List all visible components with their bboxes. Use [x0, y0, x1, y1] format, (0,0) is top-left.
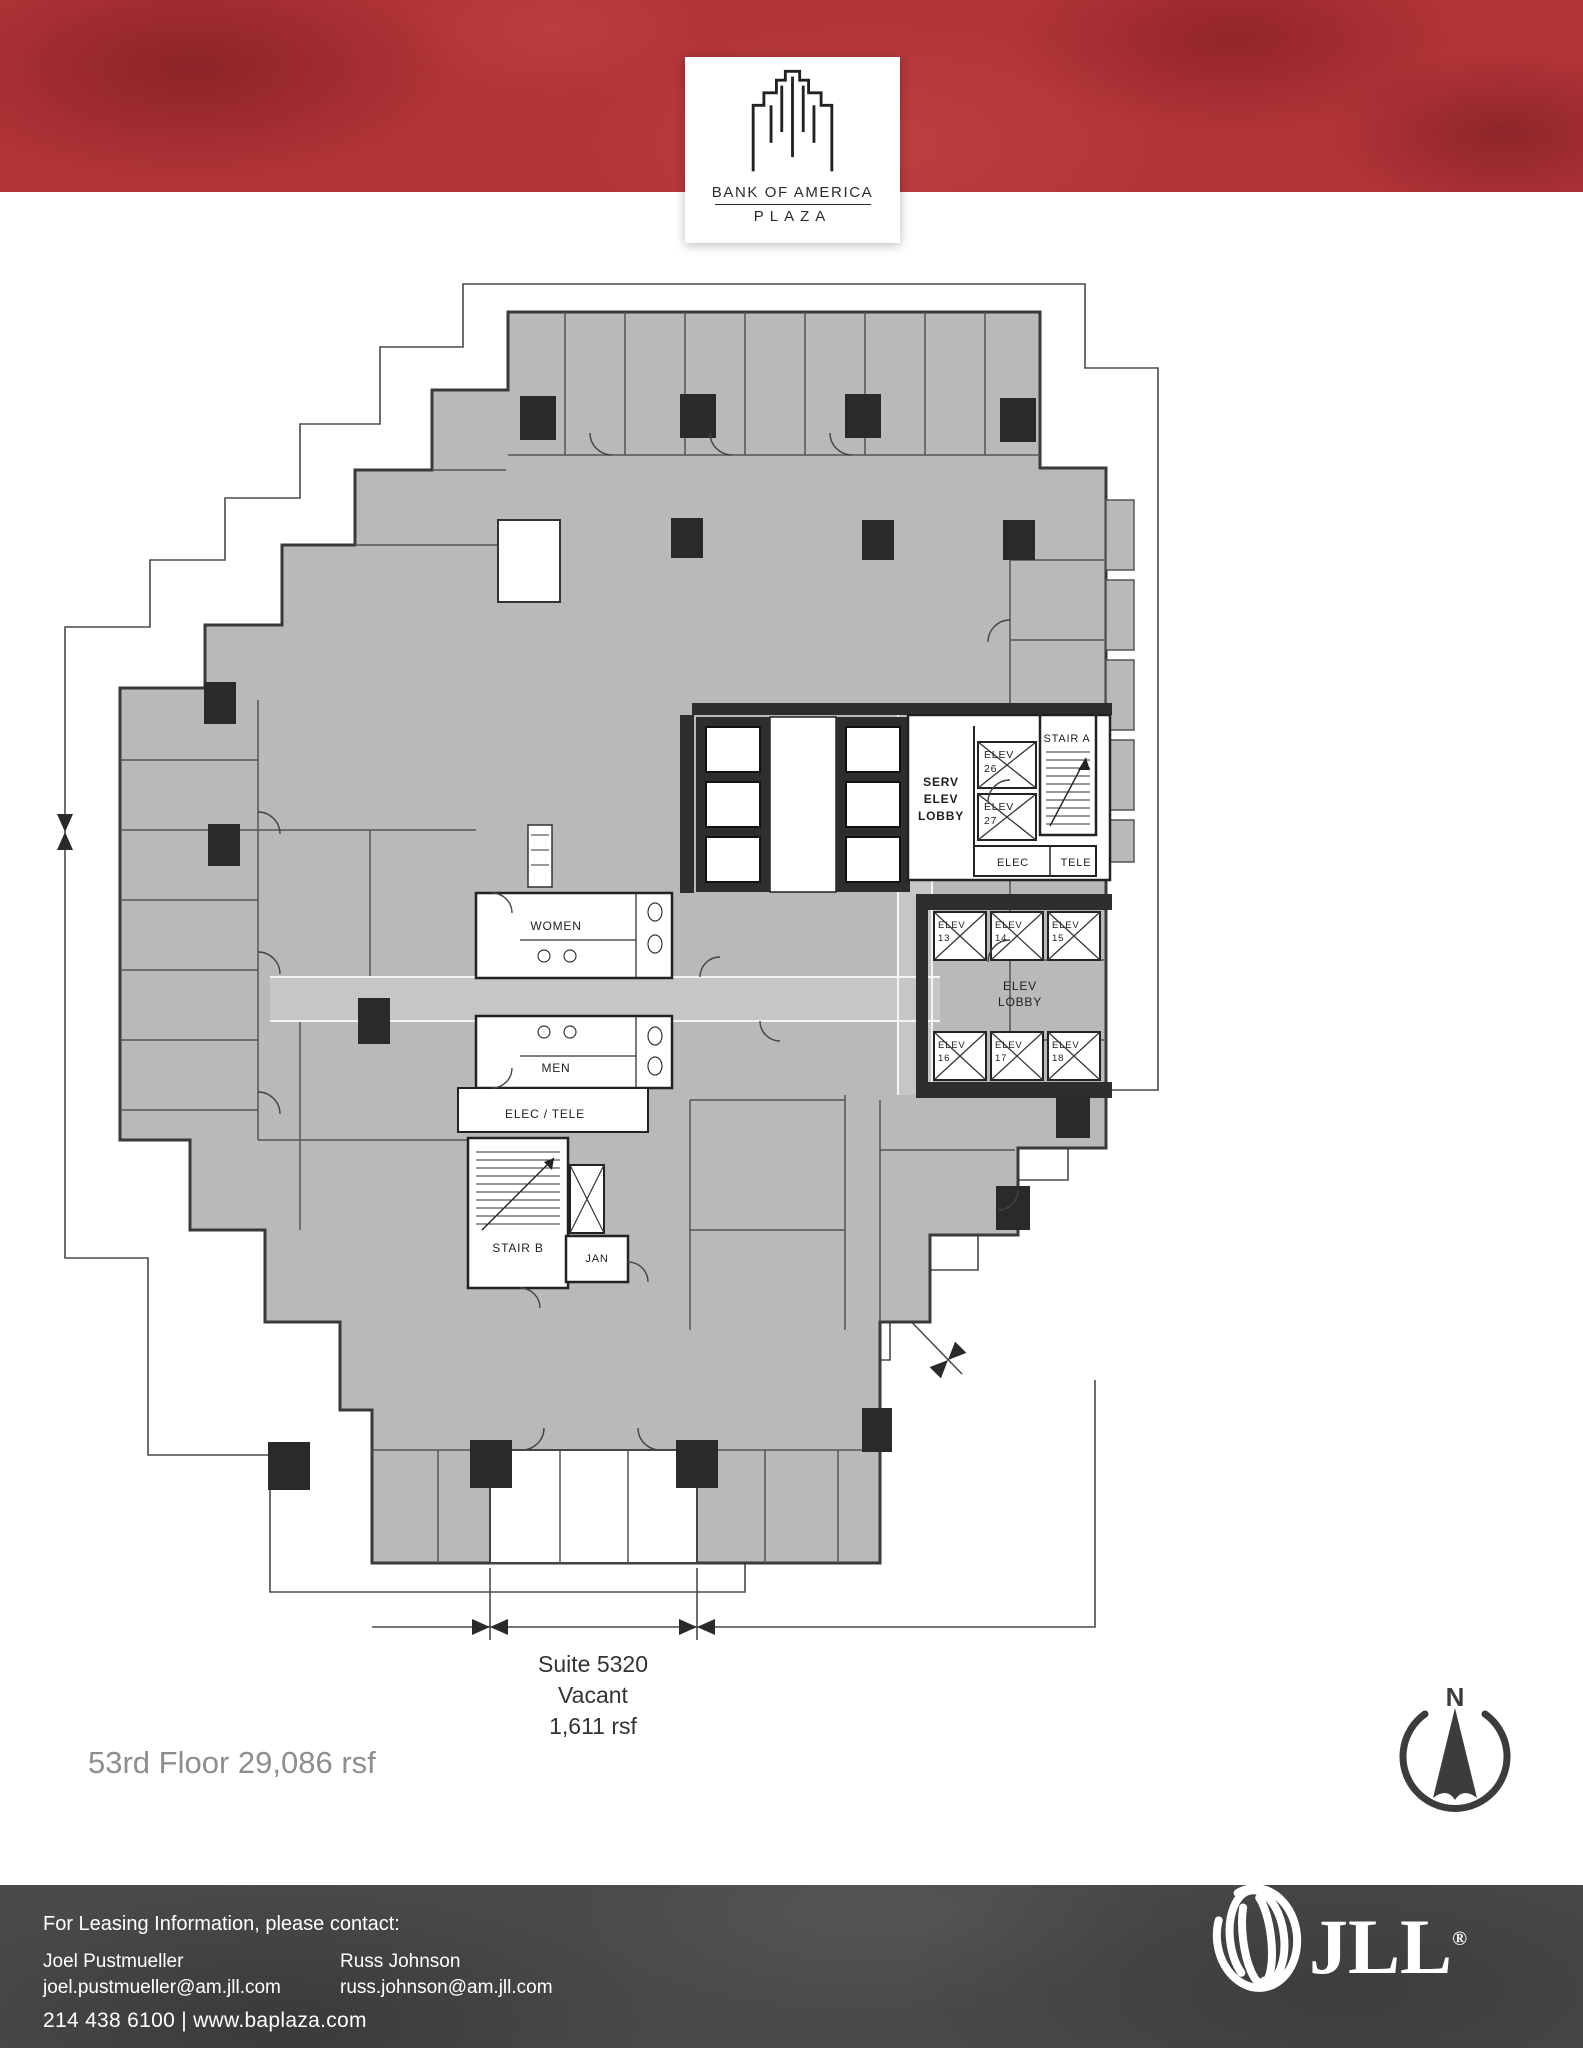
suite-status: Vacant — [558, 1682, 629, 1708]
registered-mark: ® — [1452, 1928, 1468, 1950]
dimension-arrows — [57, 814, 967, 1635]
compass-n-label: N — [1446, 1682, 1465, 1712]
label-tele: TELE — [1061, 857, 1092, 869]
label-elev16-num: 16 — [938, 1053, 950, 1064]
logo-building-sub: PLAZA — [753, 208, 832, 225]
jll-circles-icon — [1212, 1885, 1302, 1992]
core-right-block — [906, 713, 1112, 882]
label-stair-b: STAIR B — [492, 1241, 543, 1255]
label-men: MEN — [541, 1061, 570, 1075]
logo-building-name: BANK OF AMERICA — [711, 184, 874, 201]
logo-rule — [714, 204, 871, 205]
label-elevlobby-2: LOBBY — [998, 995, 1042, 1009]
building-icon — [751, 69, 834, 172]
label-elevlobby-1: ELEV — [1003, 979, 1037, 993]
label-women: WOMEN — [530, 919, 581, 933]
label-elev18-word: ELEV — [1052, 1040, 1080, 1051]
label-elec: ELEC — [997, 857, 1029, 869]
suite-area: 1,611 rsf — [549, 1713, 637, 1739]
label-elec-tele: ELEC / TELE — [505, 1107, 585, 1121]
label-elev27-num: 27 — [984, 815, 997, 827]
label-elev14-word: ELEV — [995, 920, 1023, 931]
label-elev27-word: ELEV — [984, 801, 1014, 813]
floor-title: 53rd Floor 29,086 rsf — [88, 1745, 376, 1780]
contact1-name: Joel Pustmueller — [43, 1951, 184, 1972]
north-compass: N — [1399, 1682, 1511, 1812]
label-elev15-num: 15 — [1052, 933, 1064, 944]
label-elev16-word: ELEV — [938, 1040, 966, 1051]
label-elev17-word: ELEV — [995, 1040, 1023, 1051]
label-stair-a: STAIR A — [1044, 733, 1091, 745]
door-arcs — [257, 432, 1019, 1451]
leasing-lead-text: For Leasing Information, please contact: — [43, 1913, 400, 1935]
label-elev15-word: ELEV — [1052, 920, 1080, 931]
label-elev18-num: 18 — [1052, 1053, 1064, 1064]
core-west-block — [457, 519, 674, 1290]
label-elev26-word: ELEV — [984, 749, 1014, 761]
footer-band: For Leasing Information, please contact:… — [0, 1885, 1583, 2048]
label-elev14-num: 14 — [995, 933, 1007, 944]
core-service-shafts — [680, 703, 1112, 893]
label-elev13-word: ELEV — [938, 920, 966, 931]
office-partitions — [120, 312, 1106, 1563]
elevator-bank — [916, 894, 1112, 1098]
label-jan: JAN — [585, 1253, 608, 1265]
suite-name: Suite 5320 — [538, 1651, 648, 1677]
label-serv-2: ELEV — [924, 792, 959, 806]
label-elev26-num: 26 — [984, 763, 997, 775]
vacant-suite-5320 — [489, 1449, 698, 1564]
building-logo-card: BANK OF AMERICA PLAZA — [685, 57, 900, 243]
label-elev13-num: 13 — [938, 933, 950, 944]
contact2-email[interactable]: russ.johnson@am.jll.com — [340, 1977, 553, 1998]
label-serv-3: LOBBY — [918, 809, 964, 823]
label-elev17-num: 17 — [995, 1053, 1007, 1064]
label-serv-1: SERV — [923, 775, 959, 789]
phone-website[interactable]: 214 438 6100 | www.baplaza.com — [43, 2009, 367, 2032]
contact1-email[interactable]: joel.pustmueller@am.jll.com — [43, 1977, 281, 1998]
jll-wordmark: JLL® — [1309, 1903, 1468, 1990]
contact2-name: Russ Johnson — [340, 1951, 461, 1972]
jll-logo: JLL® — [1205, 1885, 1467, 2001]
structural-columns — [204, 394, 1090, 1490]
